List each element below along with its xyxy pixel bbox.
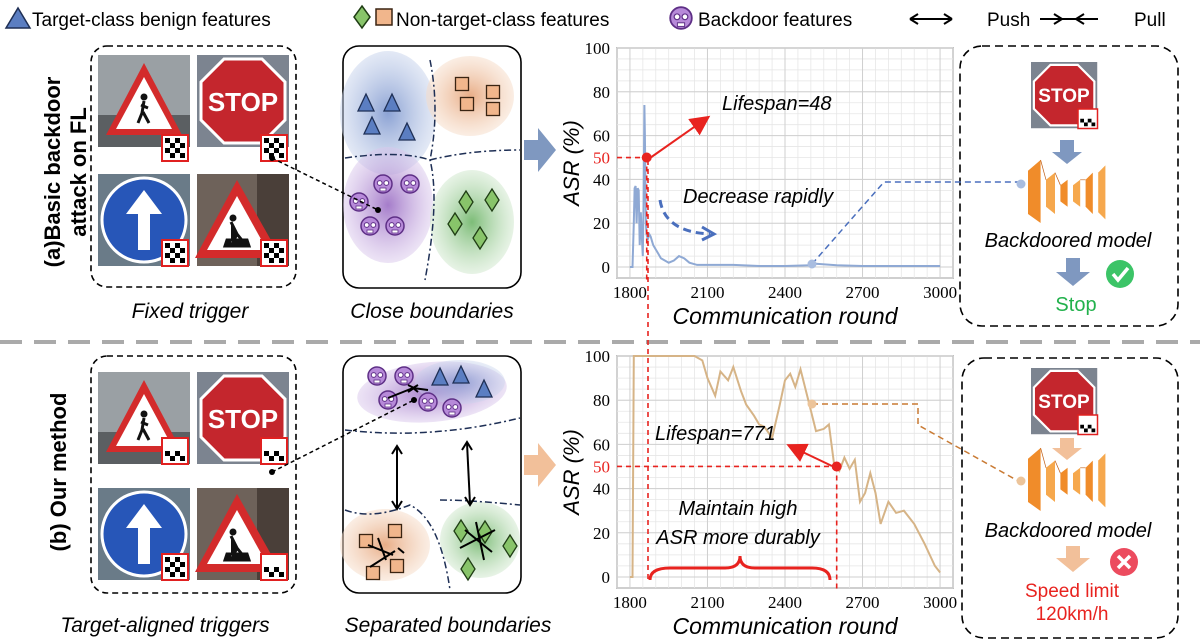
marker-y-label: 50 — [593, 149, 610, 168]
x-tick-label: 2100 — [690, 593, 724, 612]
asr-series-line — [629, 355, 941, 578]
lifespan-arrow-b — [786, 443, 833, 467]
model-panel-b — [961, 357, 1179, 639]
link-line-b — [271, 399, 415, 473]
y-tick-label: 20 — [593, 214, 610, 233]
x-tick-label: 1800 — [613, 593, 647, 612]
maintain-annotation-1: Maintain high — [679, 498, 798, 520]
feature-space-b — [342, 355, 522, 594]
lifespan-arrow-a — [649, 115, 711, 159]
pull-arrow-icon — [1040, 13, 1098, 25]
legend-target-benign: Target-class benign features — [32, 10, 271, 31]
x-tick-label: 2700 — [846, 593, 880, 612]
link-line-a — [271, 157, 379, 211]
stop-text: STOP — [1038, 86, 1090, 107]
stop-text: STOP — [208, 87, 278, 117]
input-sign-a: STOP — [1029, 60, 1099, 130]
boundary-caption-a: Close boundaries — [350, 300, 514, 323]
model-label-a: Backdoored model — [985, 230, 1152, 252]
down-arrow — [1052, 438, 1082, 460]
down-arrow — [1052, 140, 1082, 164]
x-tick-label: 2400 — [768, 283, 802, 302]
output-label-b-2: 120km/h — [1036, 604, 1109, 625]
down-arrow — [1056, 258, 1090, 286]
trigger-caption-a: Fixed trigger — [132, 300, 250, 323]
lifespan-label-b: Lifespan=771 — [655, 423, 776, 445]
y-tick-label: 0 — [602, 258, 611, 277]
asr-chart-a: 1800 2100 2400 2700 3000 0 20 40 60 80 100 50Commun… — [559, 39, 957, 329]
push-arrow-icon — [909, 13, 953, 25]
decrease-dashed-arrow — [658, 199, 711, 236]
boundary-caption-b: Separated boundaries — [345, 614, 552, 637]
feature-clusters-b — [340, 360, 521, 591]
trigger-images-box-b — [90, 355, 297, 594]
y-tick-label: 100 — [585, 39, 611, 58]
y-tick-label: 0 — [602, 568, 611, 587]
row-a-label-1: (a)Basic backdoor — [40, 76, 65, 267]
triangle-icon — [4, 6, 32, 29]
traffic-sign-images-a: STOP — [96, 53, 291, 268]
y-tick-label: 80 — [593, 83, 610, 102]
asr-chart-b: 1800 2100 2400 2700 3000 0 20 40 60 80 100 50Commun… — [559, 347, 957, 639]
square-icon — [375, 8, 393, 26]
legend-push: Push — [987, 10, 1030, 31]
marker-y-label: 50 — [593, 457, 610, 476]
y-axis-label: ASR (%) — [559, 120, 584, 208]
y-axis-label: ASR (%) — [559, 429, 584, 517]
y-tick-label: 100 — [585, 347, 611, 366]
model-panel-a — [959, 45, 1179, 327]
check-icon — [1106, 260, 1134, 288]
y-tick-label: 20 — [593, 524, 610, 543]
lifespan-label-a: Lifespan=48 — [722, 93, 832, 115]
diamond-icon — [353, 4, 371, 30]
legend-backdoor: Backdoor features — [698, 10, 852, 31]
model-label-b: Backdoored model — [985, 520, 1152, 542]
legend: Target-class benign features Non-target-… — [4, 4, 1166, 31]
row-b-label: (b) Our method — [46, 393, 71, 552]
feature-clusters-a — [340, 51, 521, 281]
connector-b — [812, 403, 1021, 483]
backdoored-model-icon-a — [1027, 159, 1106, 224]
trigger-caption-b: Target-aligned triggers — [60, 614, 270, 637]
y-tick-label: 80 — [593, 391, 610, 410]
lifespan-marker — [831, 461, 842, 472]
feature-space-a — [342, 45, 522, 289]
x-tick-label: 1800 — [613, 283, 647, 302]
x-tick-label: 3000 — [923, 593, 957, 612]
legend-non-target: Non-target-class features — [396, 10, 609, 31]
decrease-annotation: Decrease rapidly — [683, 186, 834, 208]
input-sign-b: STOP — [1029, 366, 1099, 436]
legend-pull: Pull — [1134, 10, 1166, 31]
stop-text: STOP — [208, 404, 278, 434]
lifespan-brace — [648, 555, 832, 581]
x-tick-label: 2700 — [846, 283, 880, 302]
output-label-b-1: Speed limit — [1025, 581, 1120, 602]
flow-arrow-b — [524, 443, 556, 487]
x-axis-label: Communication round — [672, 303, 898, 329]
stop-text: STOP — [1038, 392, 1090, 413]
x-tick-label: 2400 — [768, 593, 802, 612]
output-label-a: Stop — [1055, 294, 1096, 316]
x-axis-label: Communication round — [672, 613, 898, 639]
asr-series-line — [629, 104, 941, 268]
cross-icon — [1110, 548, 1138, 576]
traffic-sign-images-b: STOP — [96, 370, 291, 582]
down-arrow — [1056, 546, 1090, 572]
trigger-images-box-a — [90, 45, 297, 288]
push-arrows-b — [391, 440, 476, 511]
y-tick-label: 40 — [593, 480, 610, 499]
x-tick-label: 3000 — [923, 283, 957, 302]
flow-arrow-a — [524, 128, 556, 172]
row-a-label-2: attack on FL — [66, 107, 91, 237]
y-tick-label: 40 — [593, 170, 610, 189]
y-tick-label: 60 — [593, 435, 610, 454]
skull-icon — [669, 6, 693, 30]
maintain-annotation-2: ASR more durably — [655, 527, 820, 549]
y-tick-label: 60 — [593, 127, 610, 146]
x-tick-label: 2100 — [690, 283, 724, 302]
lifespan-marker — [641, 152, 652, 163]
